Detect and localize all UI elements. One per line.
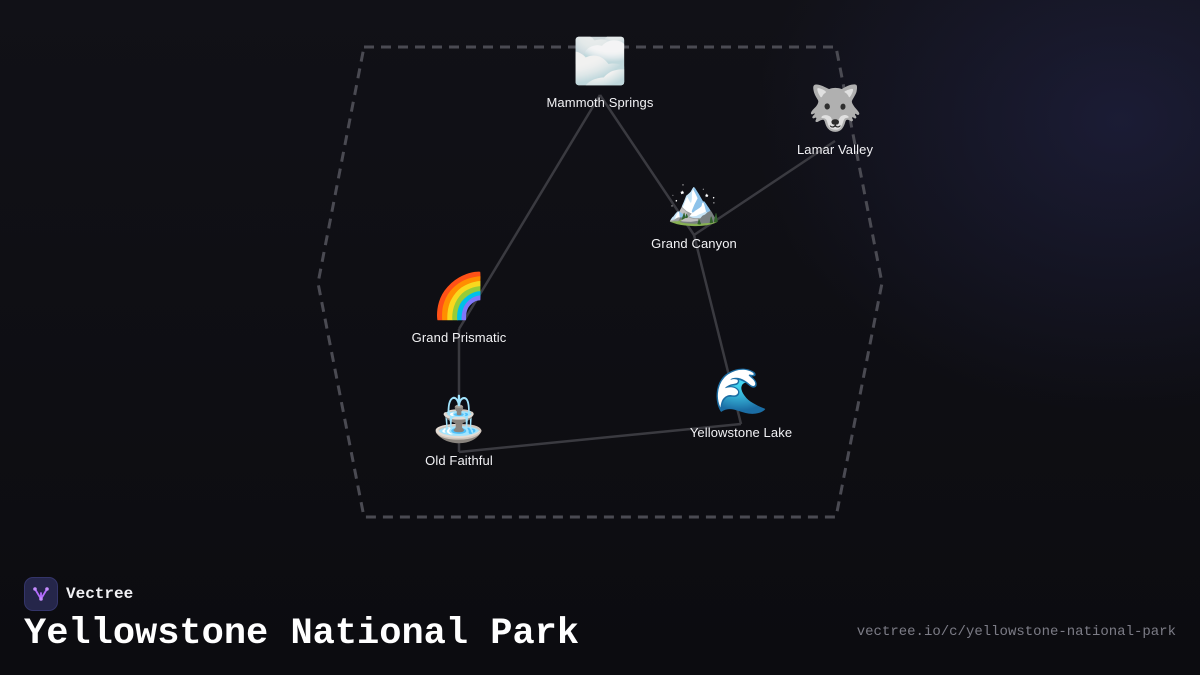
fog-icon: 🌫️ (572, 36, 628, 87)
node-yellowstone-lake[interactable]: 🌊 Yellowstone Lake (651, 366, 831, 440)
edge-yellowstone-lake-old-faithful (458, 422, 742, 454)
node-label: Lamar Valley (796, 142, 874, 157)
node-label: Old Faithful (425, 453, 493, 468)
wave-icon: 🌊 (713, 366, 769, 417)
edge-mammoth-springs-grand-prismatic (457, 94, 602, 330)
page-url[interactable]: vectree.io/c/yellowstone-national-park (856, 624, 1176, 640)
fountain-icon: ⛲ (431, 394, 487, 445)
node-label: Yellowstone Lake (689, 425, 793, 440)
page-title: Yellowstone National Park (24, 613, 580, 655)
edge-grand-canyon-lamar-valley (693, 139, 836, 237)
node-label: Grand Canyon (651, 236, 737, 251)
vectree-logo-icon (24, 577, 58, 611)
brand-name: Vectree (66, 585, 134, 603)
node-label: Grand Prismatic (411, 330, 507, 345)
node-label: Mammoth Springs (546, 95, 654, 110)
edge-grand-canyon-yellowstone-lake (692, 234, 743, 425)
rainbow-icon: 🌈 (431, 271, 487, 322)
mountain-icon: 🏔️ (666, 177, 722, 228)
brand: Vectree (24, 577, 133, 611)
node-grand-canyon[interactable]: 🏔️ Grand Canyon (604, 177, 784, 251)
node-grand-prismatic[interactable]: 🌈 Grand Prismatic (369, 271, 549, 345)
node-lamar-valley[interactable]: 🐺 Lamar Valley (745, 83, 925, 157)
node-old-faithful[interactable]: ⛲ Old Faithful (369, 394, 549, 468)
edge-layer (457, 94, 836, 454)
node-mammoth-springs[interactable]: 🌫️ Mammoth Springs (510, 36, 690, 110)
wolf-icon: 🐺 (807, 83, 863, 134)
edge-mammoth-springs-grand-canyon (598, 94, 696, 236)
